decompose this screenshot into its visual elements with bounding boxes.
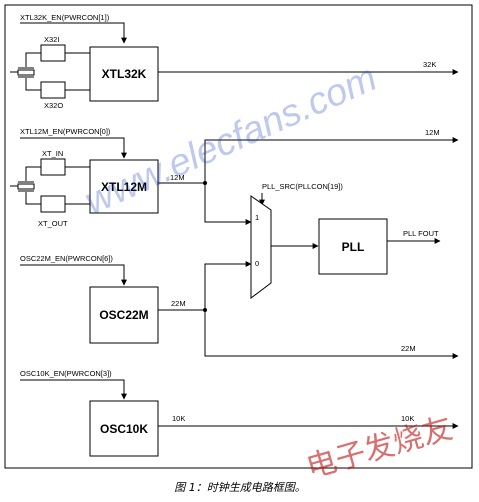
xt-out-label: XT_OUT (38, 219, 68, 228)
xt-out-pin-box (40, 195, 66, 213)
osc10k-enable-label: OSC10K_EN(PWRCON[3]) (20, 369, 112, 378)
pll-block-label: PLL (342, 240, 365, 254)
xtl32k-enable-wire (20, 22, 127, 44)
x32i-pin-box (40, 44, 66, 62)
xtl32k-enable-label: XTL32K_EN(PWRCON[1]) (20, 13, 110, 22)
wire-12m-top (204, 137, 459, 183)
osc10k-block (89, 400, 159, 457)
figure-caption: 图 1：时钟生成电路框图。 (174, 481, 306, 494)
pll-src-label: PLL_SRC(PLLCON[19]) (262, 182, 343, 191)
xtl12m-enable-wire (20, 137, 127, 159)
diagram-frame (4, 4, 473, 469)
wire-12m-mux (204, 183, 252, 225)
x32o-label: X32O (44, 101, 63, 110)
x32o-pin-box (40, 81, 66, 99)
signal-10k-node-label: 10K (172, 414, 185, 423)
mux-input-0-label: 0 (255, 259, 259, 268)
pll-block (318, 218, 388, 275)
osc10k-block-label: OSC10K (100, 422, 148, 436)
brand-watermark: 电子发烧友 (303, 411, 457, 486)
xtl12m-block (89, 159, 159, 214)
osc10k-enable-wire (20, 379, 127, 400)
x32i-label: X32I (44, 35, 59, 44)
xtl12m-enable-label: XTL12M_EN(PWRCON[0]) (20, 127, 111, 136)
signal-22m-out-label: 22M (401, 344, 416, 353)
crystal-12m-icon (10, 166, 41, 205)
xtl32k-block (89, 46, 159, 102)
xtl12m-block-label: XTL12M (101, 180, 147, 194)
osc22m-block-label: OSC22M (99, 308, 148, 322)
mux-input-1-label: 1 (255, 213, 259, 222)
signal-12m-top-label: 12M (425, 128, 440, 137)
pll-fout-label: PLL FOUT (403, 229, 439, 238)
signal-10k-out-label: 10K (401, 414, 414, 423)
signal-32k-label: 32K (423, 60, 436, 69)
osc22m-enable-wire (20, 264, 127, 286)
xt-in-pin-box (40, 158, 66, 176)
xt-in-label: XT_IN (42, 149, 63, 158)
osc22m-block (89, 286, 159, 344)
wire-22m-mux (204, 261, 252, 310)
signal-22m-node-label: 22M (171, 299, 186, 308)
wire-22m-out (204, 310, 459, 359)
clock-mux (250, 195, 272, 299)
signal-12m-node-label: 12M (170, 173, 185, 182)
xtl32k-block-label: XTL32K (102, 67, 147, 81)
crystal-32k-icon (10, 52, 41, 91)
osc22m-enable-label: OSC22M_EN(PWRCON[6]) (20, 254, 113, 263)
